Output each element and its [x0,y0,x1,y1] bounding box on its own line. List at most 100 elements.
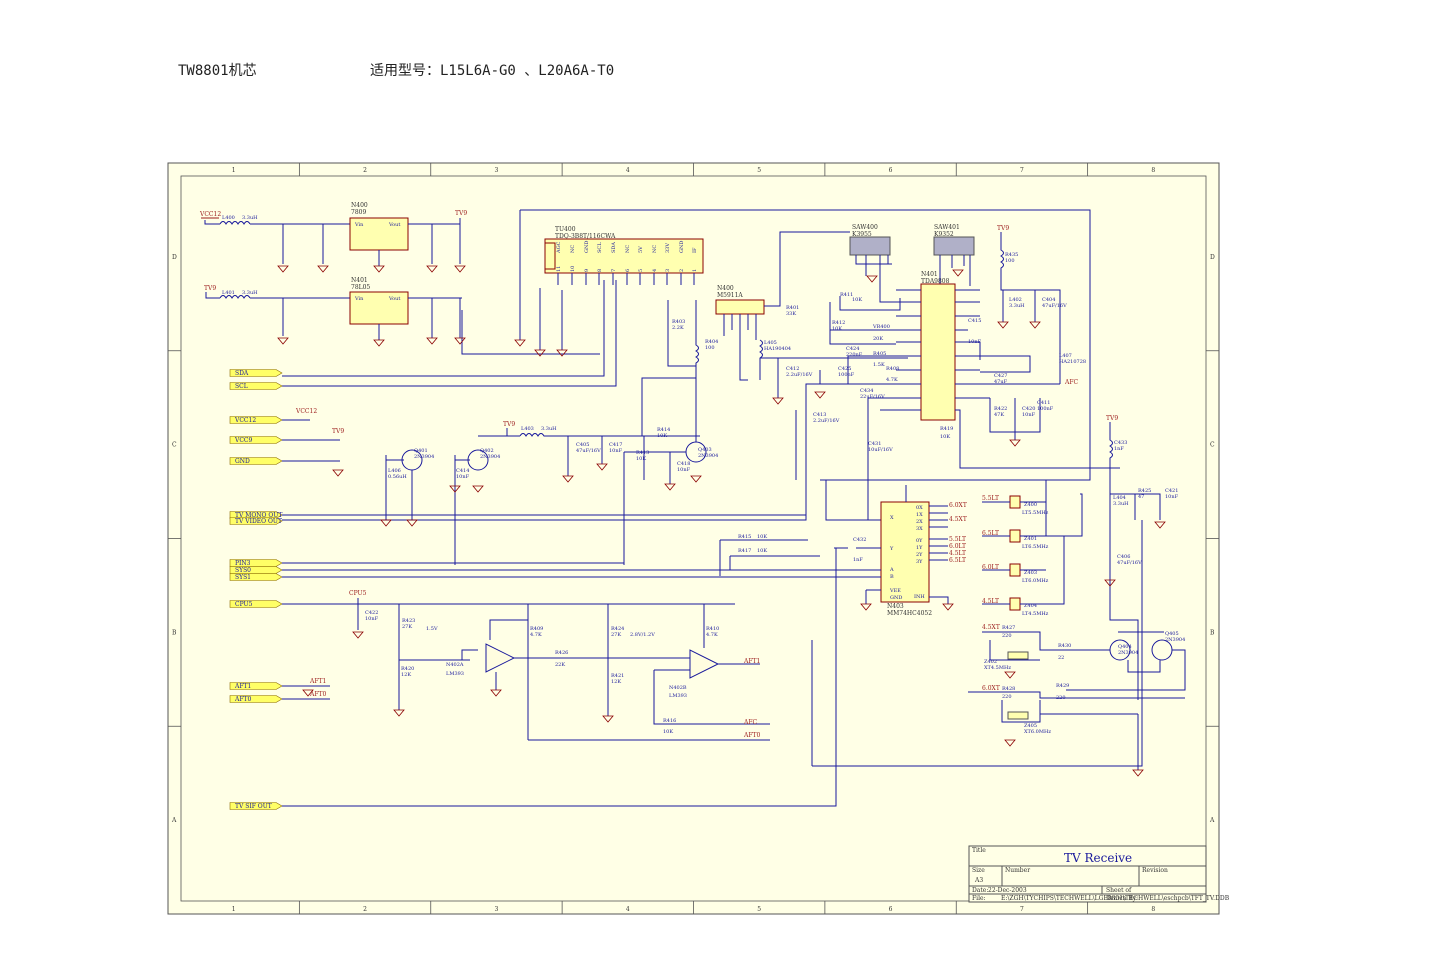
c420-val: 47K [994,412,1004,418]
tu400-pin-num: 5 [638,269,644,272]
tb-size: A3 [974,877,983,884]
c427-val: 10nF [968,339,982,345]
ceramic-filters: 5.5LT Z400 LT5.5MHz 6.5LT Z401 LT6.5MHz … [982,479,1083,617]
l409-val: 220 [1002,694,1012,700]
port-label: VCC12 [234,417,256,424]
tu400-pin-num: 8 [597,269,603,272]
r426-ref: R426 [555,650,568,656]
n403-pin-1x: 1X [916,512,923,518]
r427-ref: R430 [1058,643,1071,649]
tu400-pin-num: 1 [692,269,698,272]
c413-ref: C434 [860,388,873,394]
c424-ref: R412 [832,320,845,326]
col-ref-bottom-1: 1 [232,906,236,913]
mux-6-0lt: 6.0LT [949,543,966,550]
r408-val: 1.5K [873,362,885,368]
saw400-val: K3955 [852,231,872,238]
l402-ref: R435 [1005,252,1018,258]
r426-val: 22K [555,662,565,668]
ground-symbol [373,265,385,273]
port-label: SCL [235,383,248,390]
xt45-label: 4.5XT [982,624,1000,631]
mux-6-0xt: 6.0XT [949,502,967,509]
ground-symbol [1029,321,1041,329]
ground-symbol [449,485,461,493]
ground-symbol [1104,579,1116,587]
r423-val: 27K [402,624,412,630]
c422-ref: C422 [365,610,378,616]
q404-val: 2N3904 [1118,650,1138,656]
l400-ref: L400 [222,215,235,221]
tv9-net-label-4: TV9 [997,225,1009,232]
tu400-pin-num: 6 [625,269,631,272]
ground-symbol [772,397,784,405]
port-label: PIN3 [235,560,251,567]
afc-net-label-1: AFC [1064,379,1078,386]
c404-val: 3.3uH [1009,303,1025,309]
aft0-net-label: AFT0 [743,732,760,739]
tv9-net-label-3: TV9 [503,421,515,428]
c411-ref: C420 [1022,406,1035,412]
l403-stage: TV9 L403 3.3uH C405 47uF/16V C417 10nF R… [503,377,718,565]
port-aft1: AFT1 [229,682,283,690]
q403-ref: Q403 [698,447,712,453]
ground-symbol [352,631,364,639]
n400a-val: M5911A [717,292,743,299]
tb-size-label: Size [972,867,985,874]
z405-ref: Z405 [1024,723,1037,729]
header-chassis: TW8801机芯 [178,63,257,79]
vr400-val: 10K [852,297,862,303]
l409-ref: R428 [1002,686,1015,692]
ground-symbol [664,483,676,491]
r418-ref: R408 [886,366,899,372]
c424-val: 10K [832,326,842,332]
tu400-pin-num: 4 [652,269,658,272]
ground-symbol [380,519,392,527]
c422-val: 10nF [365,616,379,622]
c425-val: 220nF [846,352,863,358]
ground-symbol [406,519,418,527]
ground-symbol [490,689,502,697]
col-ref-bottom-4: 4 [626,906,630,913]
tu400-pin-name: NC [652,245,658,253]
r435-val: 10uF/16V [868,447,893,453]
lt65-label: 6.5LT [982,530,999,537]
col-ref-top-2: 2 [363,167,367,174]
mux-4052: N403 MM74HC4052 X Y A B VEE GND 0X 1X 2X… [282,485,967,617]
n400-pin-vout: Vout [388,222,400,228]
l404-supply: TV9 C433 1nF L404 3.3uH R425 47 C421 10n… [1106,415,1179,700]
ground-symbol [1132,769,1144,777]
vref-1-5v: 1.5V [426,626,438,632]
r412-ref: C414 [456,468,469,474]
ground-symbol [860,603,872,611]
n403-pin-vee: VEE [889,588,901,594]
z404-ref: Z404 [1024,603,1037,609]
r424-ref: R424 [611,626,624,632]
r412-val: 10nF [456,474,470,480]
tb-title: TV Receive [1064,851,1132,865]
c431-ref: C413 [813,412,826,418]
aft1-net-label: AFT1 [743,658,760,665]
xt60-label: 6.0XT [982,685,1000,692]
saw-filters: SAW400 K3955 SAW401 K9352 [849,224,975,303]
z401-val: LT6.5MHz [1022,544,1049,550]
tu400-val: TDQ-3B8T/116CWA [555,233,616,240]
c433-val: 10K [940,434,950,440]
l406-ref: L405 [764,340,777,346]
n400-regulator [349,217,409,251]
tu400-ref: TU400 [555,226,576,233]
r410-ref: R410 [706,626,719,632]
ground-symbol [454,337,466,345]
mux-4-5lt: 4.5LT [949,550,966,557]
ground-symbol [454,265,466,273]
ground-symbol [866,275,878,283]
n401-ref: N401 [351,277,368,284]
ground-symbol [472,485,484,493]
tv9-supply: TV9 L401 3.3uH N401 78L05 Vin Vout [204,277,600,355]
tu400-pin-num: 9 [584,269,590,272]
r408-ref: R405 [873,351,886,357]
l403-val: 3.3uH [541,426,557,432]
cpu5-net-label: CPU5 [349,590,367,597]
n403-pin-0x: 0X [916,505,923,511]
